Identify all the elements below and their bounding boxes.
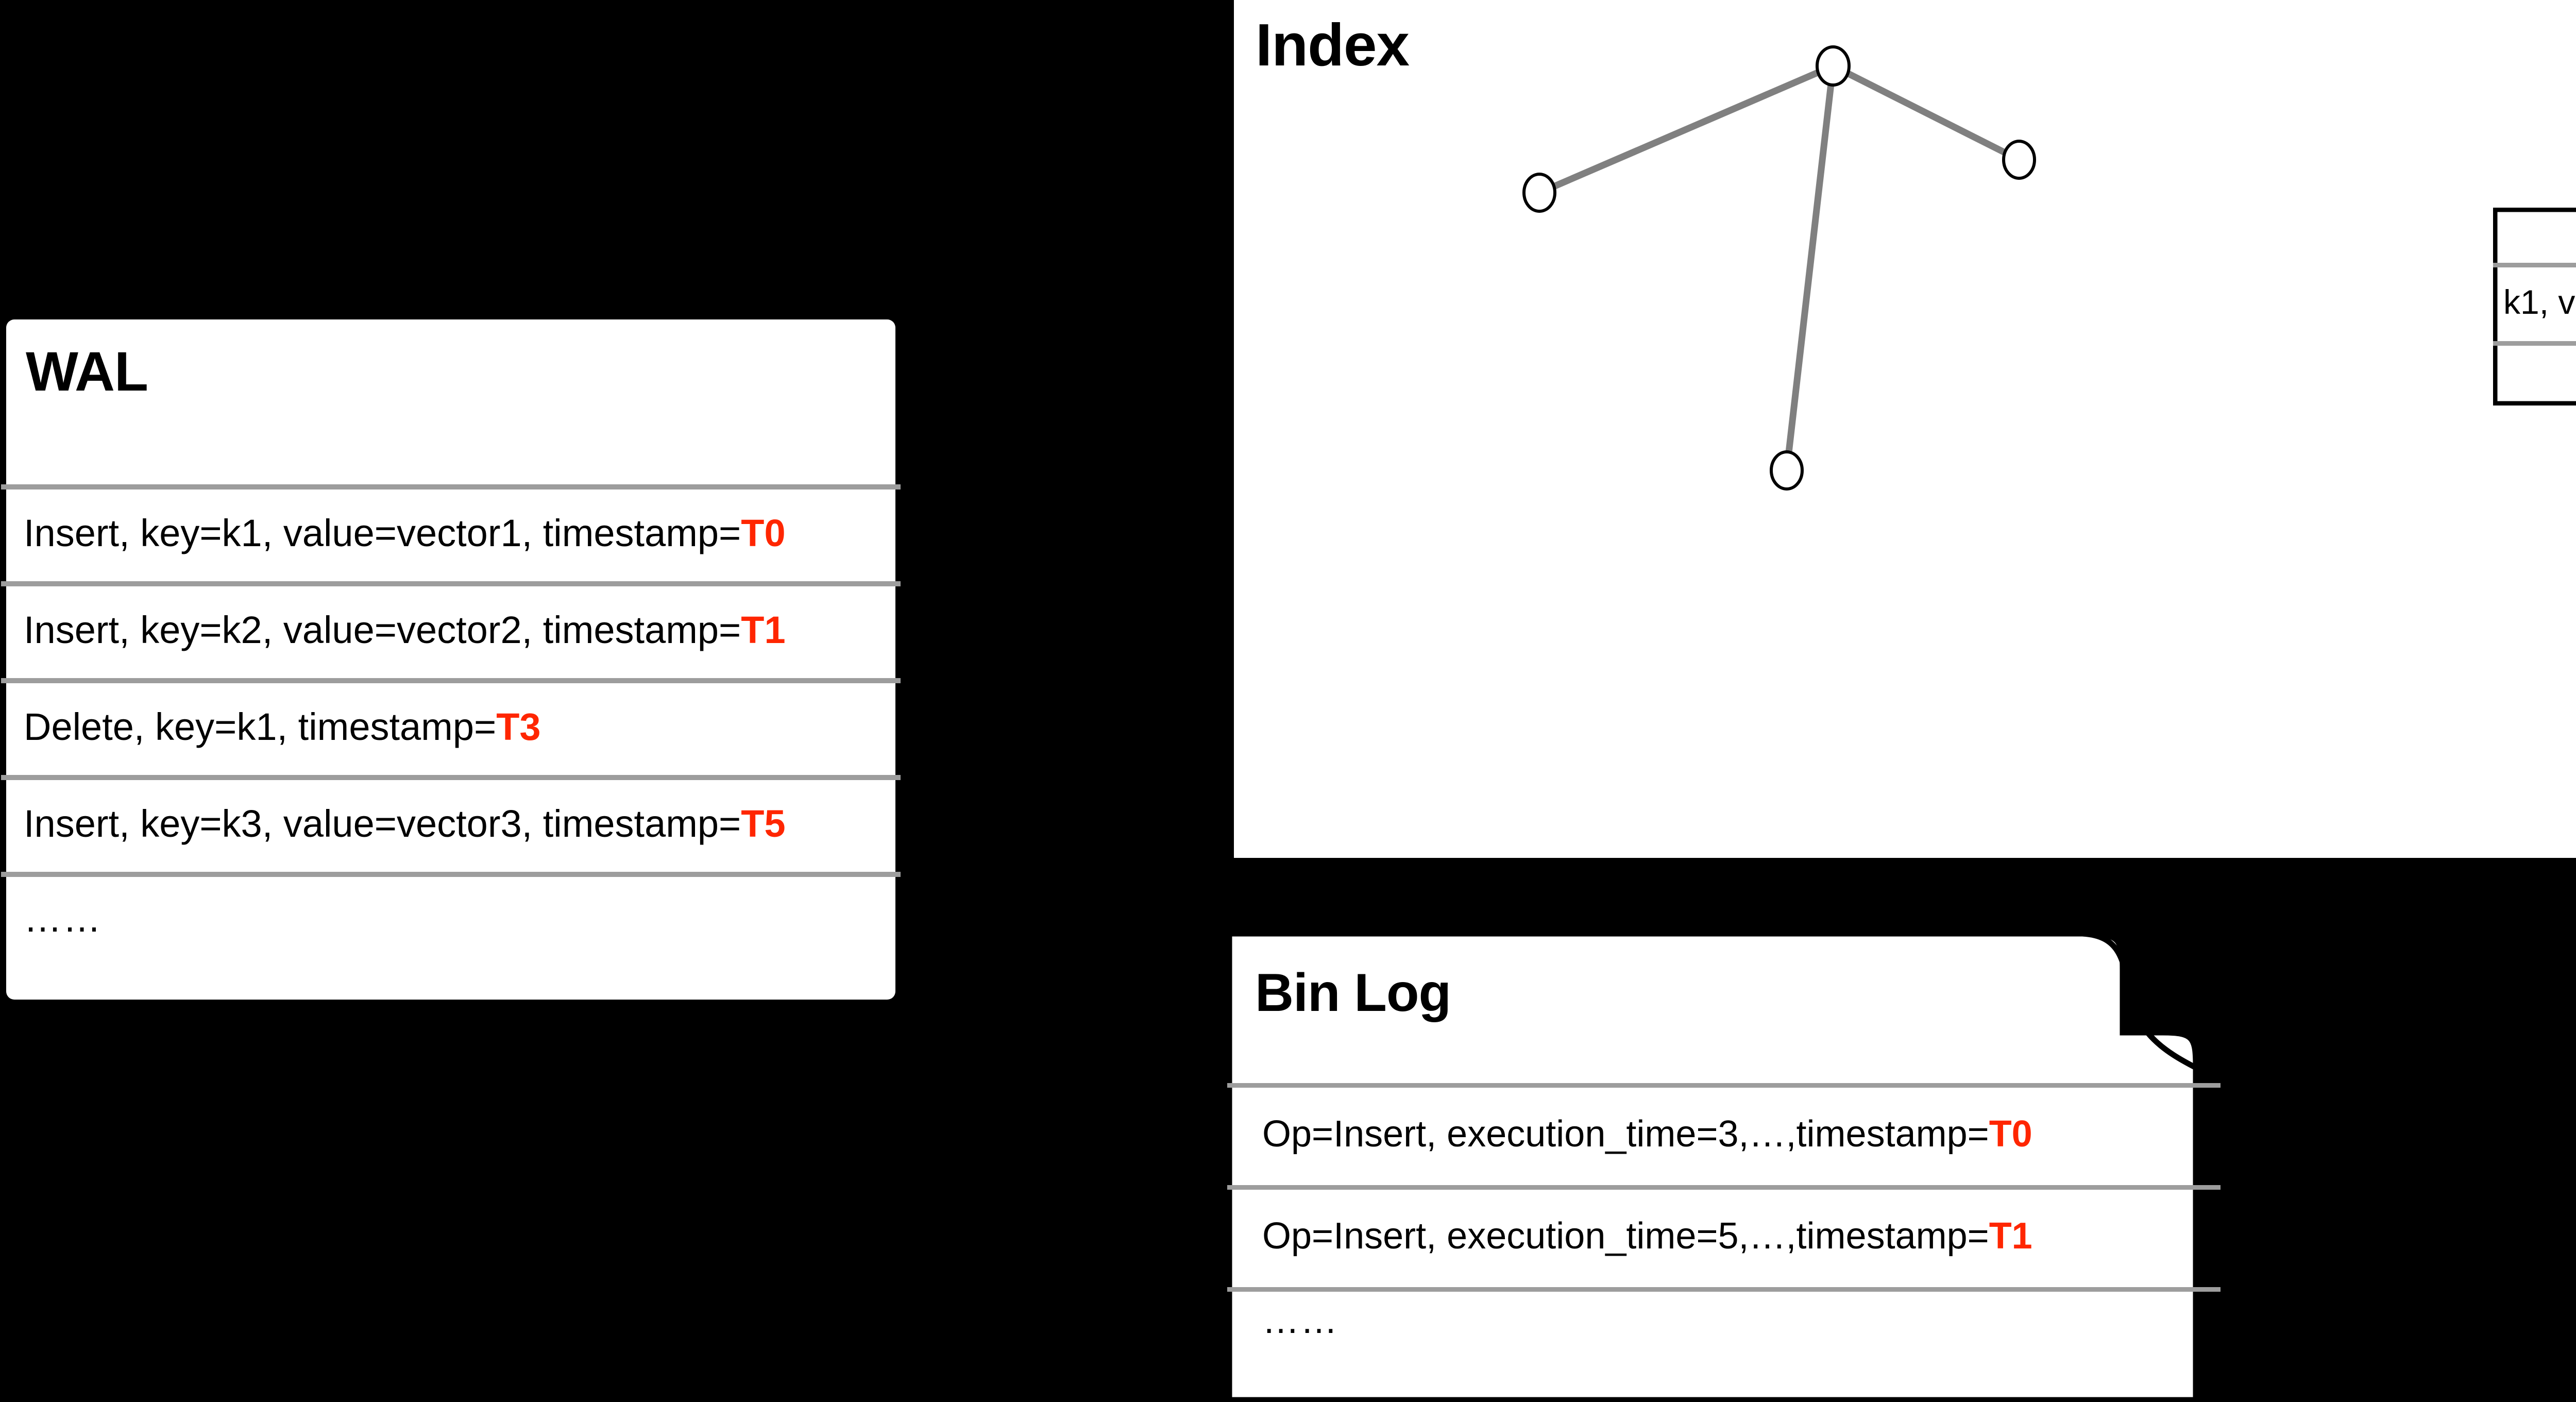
wal-row-text: Insert, key=k1, value=vector1, timestamp…	[24, 511, 741, 554]
bin-log-title: Bin Log	[1255, 963, 1451, 1023]
wal-separator	[1, 872, 901, 877]
wal-row-timestamp: T0	[741, 511, 786, 554]
dogear-outline-icon	[1227, 932, 2199, 1402]
wal-row-ellipsis: ……	[6, 872, 895, 965]
bin-log-row: Op=Insert, execution_time=5,…,timestamp=…	[1227, 1185, 2221, 1287]
bin-log-row-ellipsis: ……	[1227, 1287, 2221, 1354]
bin-log-row-text: ……	[1262, 1300, 1338, 1341]
bin-log-row-timestamp: T0	[1989, 1113, 2032, 1155]
wal-row-text: Insert, key=k3, value=vector3, timestamp…	[24, 802, 741, 845]
wal-row-text: Delete, key=k1, timestamp=	[24, 705, 497, 748]
index-title: Index	[1256, 11, 1410, 78]
tree-edge-right	[1832, 63, 2021, 163]
index-panel: Index k1, vector1, timestamp=T0 ……	[1234, 0, 2576, 858]
wal-separator	[1, 678, 901, 683]
tree-node-child-right	[2002, 140, 2036, 180]
leaf-separator	[2493, 341, 2576, 346]
wal-row-timestamp: T3	[496, 705, 541, 748]
tree-edge-middle	[1783, 65, 1837, 471]
leaf-row-text: k1, vector1, timestamp=	[2503, 283, 2576, 321]
bin-log-separator	[1227, 1083, 2221, 1088]
bin-log-row: Op=Insert, execution_time=3,…,timestamp=…	[1227, 1083, 2221, 1185]
wal-row: Insert, key=k2, value=vector2, timestamp…	[6, 581, 895, 678]
wal-separator	[1, 484, 901, 489]
wal-row-timestamp: T1	[741, 608, 786, 651]
index-leaf-k1: k1, vector1, timestamp=T0 ……	[2493, 208, 2576, 406]
tree-node-child-middle	[1770, 450, 1804, 491]
bin-log-row-text: Op=Insert, execution_time=3,…,timestamp=	[1262, 1113, 1989, 1155]
tree-node-child-left	[1522, 173, 1556, 213]
wal-row-timestamp: T5	[741, 802, 786, 845]
tree-edge-left	[1538, 63, 1835, 196]
leaf-row-ellipsis: ……	[2493, 341, 2576, 406]
leaf-separator	[2493, 263, 2576, 267]
wal-row-text: Insert, key=k2, value=vector2, timestamp…	[24, 608, 741, 651]
bin-log-row-text: Op=Insert, execution_time=5,…,timestamp=	[1262, 1215, 1989, 1257]
wal-separator	[1, 775, 901, 780]
wal-separator	[1, 581, 901, 586]
wal-row-text: ……	[24, 897, 102, 940]
wal-row: Insert, key=k3, value=vector3, timestamp…	[6, 775, 895, 872]
bin-log-row-timestamp: T1	[1989, 1215, 2032, 1257]
wal-row: Delete, key=k1, timestamp=T3	[6, 678, 895, 775]
wal-row: Insert, key=k1, value=vector1, timestamp…	[6, 484, 895, 581]
wal-panel: WAL Insert, key=k1, value=vector1, times…	[1, 319, 901, 1000]
index-tree-graphic	[1522, 45, 2036, 491]
tree-node-root	[1816, 45, 1851, 87]
bin-log-separator	[1227, 1287, 2221, 1292]
bin-log-panel: Bin Log Op=Insert, execution_time=3,…,ti…	[1227, 932, 2221, 1402]
leaf-row: k1, vector1, timestamp=T0	[2493, 263, 2576, 341]
bin-log-separator	[1227, 1185, 2221, 1190]
dogear-outline-icon	[2493, 208, 2576, 406]
wal-title: WAL	[26, 340, 148, 402]
